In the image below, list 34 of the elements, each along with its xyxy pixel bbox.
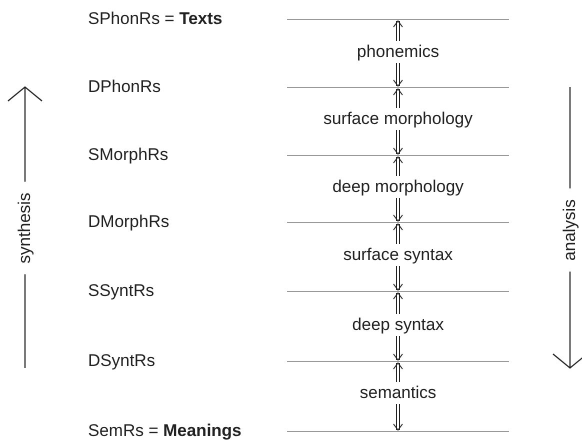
module-label: semantics: [360, 383, 436, 403]
module-label: surface syntax: [343, 245, 453, 265]
level-line: [287, 431, 509, 432]
level-name: DMorphRs: [88, 213, 170, 231]
level-name: SSyntRs: [88, 282, 154, 300]
level-name: DSyntRs: [88, 352, 156, 370]
double-arrow: [393, 223, 403, 244]
module-label: surface morphology: [323, 109, 473, 129]
double-arrow: [393, 292, 403, 314]
level-name: SMorphRs: [88, 146, 168, 164]
double-arrow: [393, 62, 403, 87]
double-arrow: [393, 266, 403, 291]
level-line: [287, 361, 509, 362]
double-arrow: [393, 20, 403, 42]
double-arrow: [393, 156, 403, 176]
double-arrow: [393, 130, 403, 155]
double-arrow: [393, 336, 403, 361]
level-line: [287, 222, 509, 223]
double-arrow: [393, 198, 403, 222]
module-label: phonemics: [356, 42, 440, 62]
double-arrow: [393, 404, 403, 431]
module-label: deep syntax: [352, 315, 444, 335]
level-name: SPhonRs = Texts: [88, 10, 222, 28]
level-name: DPhonRs: [88, 78, 161, 96]
level-line: [287, 155, 509, 156]
level-name: SemRs = Meanings: [88, 422, 242, 440]
module-label: deep morphology: [332, 177, 464, 197]
level-line: [287, 19, 509, 20]
double-arrow: [393, 362, 403, 382]
double-arrow: [393, 88, 403, 108]
level-line: [287, 291, 509, 292]
direction-label: synthesis: [15, 192, 35, 264]
direction-label: analysis: [560, 199, 580, 261]
level-line: [287, 87, 509, 88]
